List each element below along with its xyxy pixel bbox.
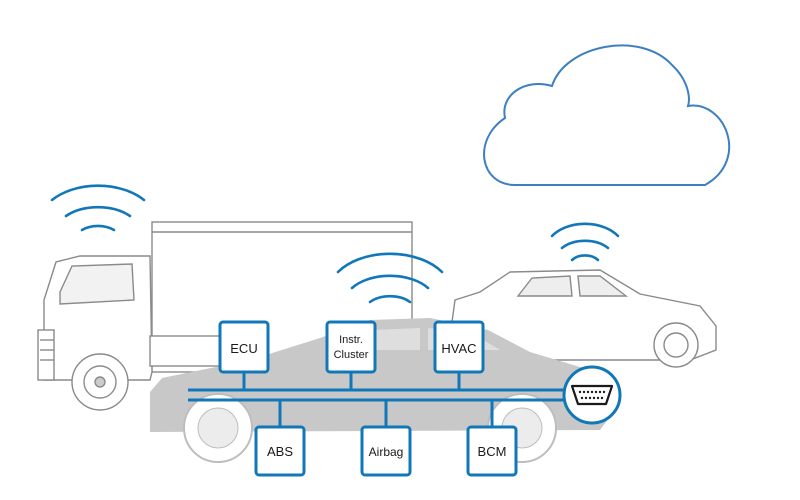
module-label: Airbag xyxy=(369,445,404,459)
wifi-signal-icon xyxy=(550,222,620,262)
module-label: Instr. xyxy=(339,334,363,346)
module-label: BCM xyxy=(478,444,507,459)
wifi-signal-icon xyxy=(50,184,146,232)
wifi-signal-icon xyxy=(336,252,444,304)
module-airbag: Airbag xyxy=(360,425,412,477)
cloud-icon xyxy=(483,44,731,186)
module-hvac: HVAC xyxy=(433,320,485,374)
module-label: HVAC xyxy=(441,341,476,356)
obd-connector-icon xyxy=(562,365,622,425)
module-label: ABS xyxy=(267,444,293,459)
module-instr-cluster: Instr. Cluster xyxy=(325,320,377,374)
suv-wheel xyxy=(653,322,699,368)
module-label: ECU xyxy=(230,341,257,356)
module-ecu: ECU xyxy=(218,320,270,374)
sedan xyxy=(150,318,615,463)
truck xyxy=(37,221,413,411)
module-abs: ABS xyxy=(254,425,306,477)
can-bus xyxy=(188,372,570,427)
module-label: Cluster xyxy=(334,349,369,361)
module-bcm: BCM xyxy=(466,425,518,477)
